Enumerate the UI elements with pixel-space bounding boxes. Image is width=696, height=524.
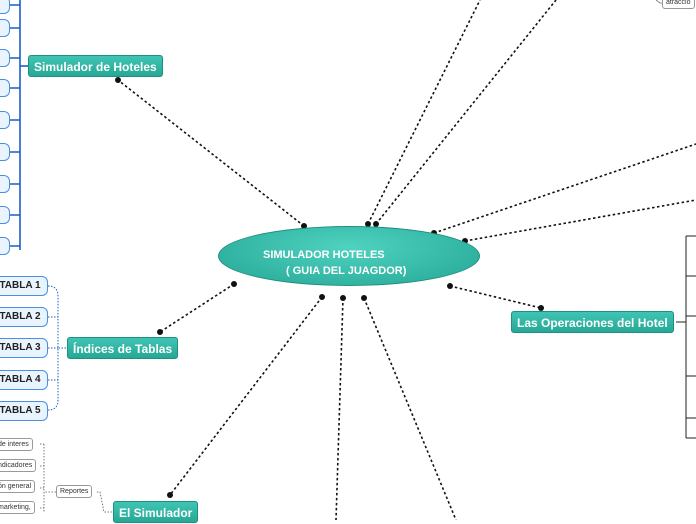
subtopic-pill[interactable] — [0, 143, 10, 161]
subtopic-pill[interactable] — [0, 206, 10, 224]
subtopic-pill[interactable] — [0, 237, 10, 255]
central-title-line2: ( GUIA DEL JUAGDOR) — [286, 265, 407, 277]
subtopic-reportes[interactable]: Reportes — [56, 485, 93, 498]
topic-el-simulador[interactable]: El Simulador — [113, 501, 199, 523]
subtopic-pill[interactable] — [0, 49, 10, 67]
subtopic-pill[interactable] — [0, 79, 10, 97]
subtopic-atraccion[interactable]: atraccio — [662, 0, 695, 9]
tabla-1-node[interactable]: TABLA 1 — [0, 276, 48, 296]
tabla-2-node[interactable]: TABLA 2 — [0, 307, 48, 327]
tabla-5-node[interactable]: TABLA 5 — [0, 401, 48, 421]
tabla-4-node[interactable]: TABLA 4 — [0, 370, 48, 390]
central-title-line1: SIMULADOR HOTELES — [263, 249, 385, 261]
subtopic-informacion-general[interactable]: ón general — [0, 480, 36, 493]
tabla-3-node[interactable]: TABLA 3 — [0, 338, 48, 358]
subtopic-pill[interactable] — [0, 111, 10, 129]
central-topic[interactable]: SIMULADOR HOTELES ( GUIA DEL JUAGDOR) — [218, 226, 480, 286]
topic-operaciones-del-hotel[interactable]: Las Operaciones del Hotel — [511, 311, 674, 333]
subtopic-marketing[interactable]: marketing, — [0, 501, 35, 514]
subtopic-pill[interactable] — [0, 19, 10, 37]
subtopic-pill[interactable] — [0, 175, 10, 193]
subtopic-pill[interactable] — [0, 0, 10, 14]
subtopic-de-interes[interactable]: de interes — [0, 438, 33, 451]
subtopic-indicadores[interactable]: ndicadores — [0, 459, 37, 472]
topic-indices-de-tablas[interactable]: Índices de Tablas — [67, 337, 179, 359]
topic-simulador-de-hoteles[interactable]: Simulador de Hoteles — [28, 55, 163, 77]
